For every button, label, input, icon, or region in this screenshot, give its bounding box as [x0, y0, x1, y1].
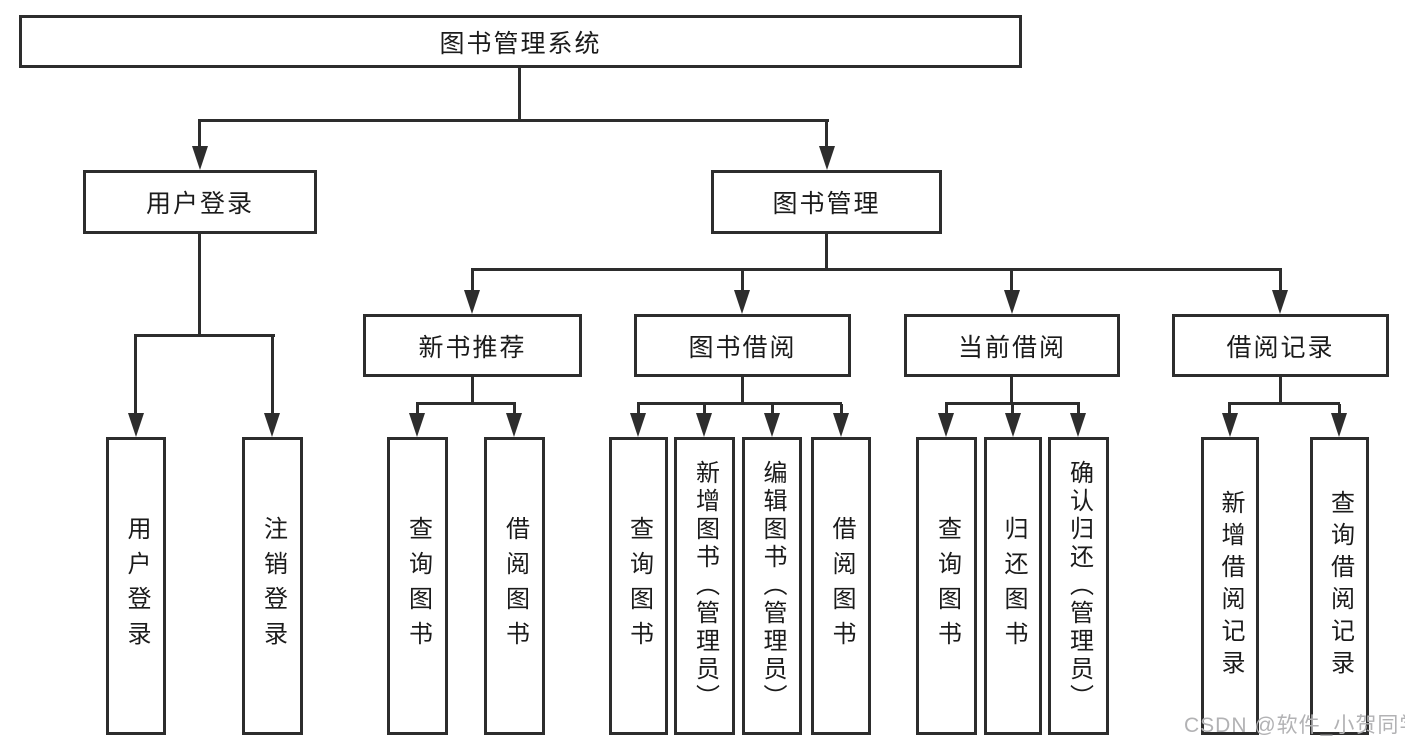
- leaf-add-books-admin: 新增图书（管理员）: [674, 437, 735, 735]
- watermark: CSDN @软件_小贺同学: [1184, 714, 1405, 737]
- connector-to-borrowing-records: [1279, 270, 1282, 290]
- arrow-down-icon: [264, 413, 280, 437]
- leaf-borrow-books-borrowing: 借阅图书: [811, 437, 871, 735]
- node-current-borrowing: 当前借阅: [904, 314, 1120, 377]
- leaf-query-borrow-record-label: 查询借阅记录: [1326, 490, 1354, 682]
- node-book-management: 图书管理: [711, 170, 942, 234]
- connector-root-bus: [198, 119, 829, 122]
- arrow-down-icon: [696, 413, 712, 437]
- leaf-query-books-recommend: 查询图书: [387, 437, 448, 735]
- leaf-return-books-label: 归还图书: [1000, 516, 1027, 656]
- connector-to-leaf-logout: [271, 336, 274, 414]
- arrow-down-icon: [1070, 413, 1086, 437]
- connector-new-book-recommend-bus: [416, 402, 516, 405]
- connector-leaf-stem: [945, 404, 948, 415]
- leaf-query-books-borrowing-label: 查询图书: [625, 516, 653, 656]
- connector-book-management-stem: [825, 234, 828, 270]
- connector-to-book-borrowing: [741, 270, 744, 290]
- leaf-add-borrow-record-label: 新增借阅记录: [1217, 490, 1244, 682]
- node-borrowing-records-label: 借阅记录: [1226, 333, 1335, 362]
- node-current-borrowing-label: 当前借阅: [957, 333, 1066, 362]
- arrow-down-icon: [764, 413, 780, 437]
- node-root: 图书管理系统: [19, 15, 1022, 68]
- leaf-query-borrow-record: 查询借阅记录: [1310, 437, 1369, 735]
- node-book-management-label: 图书管理: [772, 190, 881, 218]
- arrow-down-icon: [1005, 413, 1021, 437]
- connector-leaf-stem: [703, 404, 706, 415]
- connector-book-borrowing-stem: [741, 377, 744, 405]
- node-new-book-recommend: 新书推荐: [363, 314, 582, 377]
- arrow-down-icon: [192, 146, 208, 170]
- connector-root-to-book-management: [825, 121, 828, 148]
- leaf-borrow-books-recommend-label: 借阅图书: [501, 516, 529, 656]
- arrow-down-icon: [506, 413, 522, 437]
- arrow-down-icon: [409, 413, 425, 437]
- connector-leaf-stem: [1077, 404, 1080, 415]
- leaf-logout: 注销登录: [242, 437, 303, 735]
- connector-leaf-stem: [1228, 404, 1231, 415]
- arrow-down-icon: [1222, 413, 1238, 437]
- connector-borrowing-records-stem: [1279, 377, 1282, 405]
- arrow-down-icon: [734, 290, 750, 314]
- node-borrowing-records: 借阅记录: [1172, 314, 1389, 377]
- leaf-borrow-books-recommend: 借阅图书: [484, 437, 545, 735]
- leaf-edit-books-admin-label: 编辑图书（管理员）: [759, 460, 786, 712]
- connector-current-borrowing-bus: [945, 402, 1080, 405]
- connector-leaf-stem: [840, 404, 843, 415]
- leaf-query-books-current: 查询图书: [916, 437, 977, 735]
- leaf-query-books-current-label: 查询图书: [933, 516, 961, 656]
- arrow-down-icon: [819, 146, 835, 170]
- connector-leaf-stem: [1011, 404, 1014, 415]
- arrow-down-icon: [128, 413, 144, 437]
- connector-leaf-stem: [637, 404, 640, 415]
- connector-user-login-stem: [198, 234, 201, 336]
- leaf-add-borrow-record: 新增借阅记录: [1201, 437, 1259, 735]
- leaf-query-books-recommend-label: 查询图书: [404, 516, 432, 656]
- connector-borrowing-records-bus: [1228, 402, 1340, 405]
- connector-new-book-recommend-stem: [471, 377, 474, 405]
- arrow-down-icon: [1004, 290, 1020, 314]
- connector-leaf-stem: [1338, 404, 1341, 415]
- connector-to-current-borrowing: [1010, 270, 1013, 290]
- leaf-user-login: 用户登录: [106, 437, 166, 735]
- connector-book-management-bus: [471, 268, 1282, 271]
- node-new-book-recommend-label: 新书推荐: [418, 333, 527, 362]
- node-user-login: 用户登录: [83, 170, 317, 234]
- leaf-logout-label: 注销登录: [259, 516, 287, 656]
- leaf-return-books: 归还图书: [984, 437, 1042, 735]
- connector-root-to-user-login: [198, 121, 201, 148]
- connector-to-leaf-user-login: [134, 336, 137, 414]
- arrow-down-icon: [833, 413, 849, 437]
- node-book-borrowing-label: 图书借阅: [688, 333, 797, 362]
- connector-to-new-book-recommend: [471, 270, 474, 290]
- connector-book-borrowing-bus: [637, 402, 842, 405]
- arrow-down-icon: [1331, 413, 1347, 437]
- arrow-down-icon: [938, 413, 954, 437]
- leaf-confirm-return-admin-label: 确认归还（管理员）: [1065, 460, 1093, 712]
- connector-leaf-stem: [416, 404, 419, 415]
- leaf-confirm-return-admin: 确认归还（管理员）: [1048, 437, 1109, 735]
- node-book-borrowing: 图书借阅: [634, 314, 851, 377]
- arrow-down-icon: [1272, 290, 1288, 314]
- leaf-edit-books-admin: 编辑图书（管理员）: [742, 437, 802, 735]
- connector-user-login-bus: [134, 334, 275, 337]
- leaf-borrow-books-borrowing-label: 借阅图书: [828, 516, 855, 656]
- connector-leaf-stem: [513, 404, 516, 415]
- node-root-label: 图书管理系统: [439, 29, 602, 58]
- arrow-down-icon: [464, 290, 480, 314]
- node-user-login-label: 用户登录: [145, 190, 254, 218]
- leaf-user-login-label: 用户登录: [123, 516, 150, 656]
- leaf-query-books-borrowing: 查询图书: [609, 437, 668, 735]
- connector-current-borrowing-stem: [1010, 377, 1013, 405]
- connector-leaf-stem: [771, 404, 774, 415]
- leaf-add-books-admin-label: 新增图书（管理员）: [691, 460, 719, 712]
- arrow-down-icon: [630, 413, 646, 437]
- connector-root-stem: [518, 68, 521, 119]
